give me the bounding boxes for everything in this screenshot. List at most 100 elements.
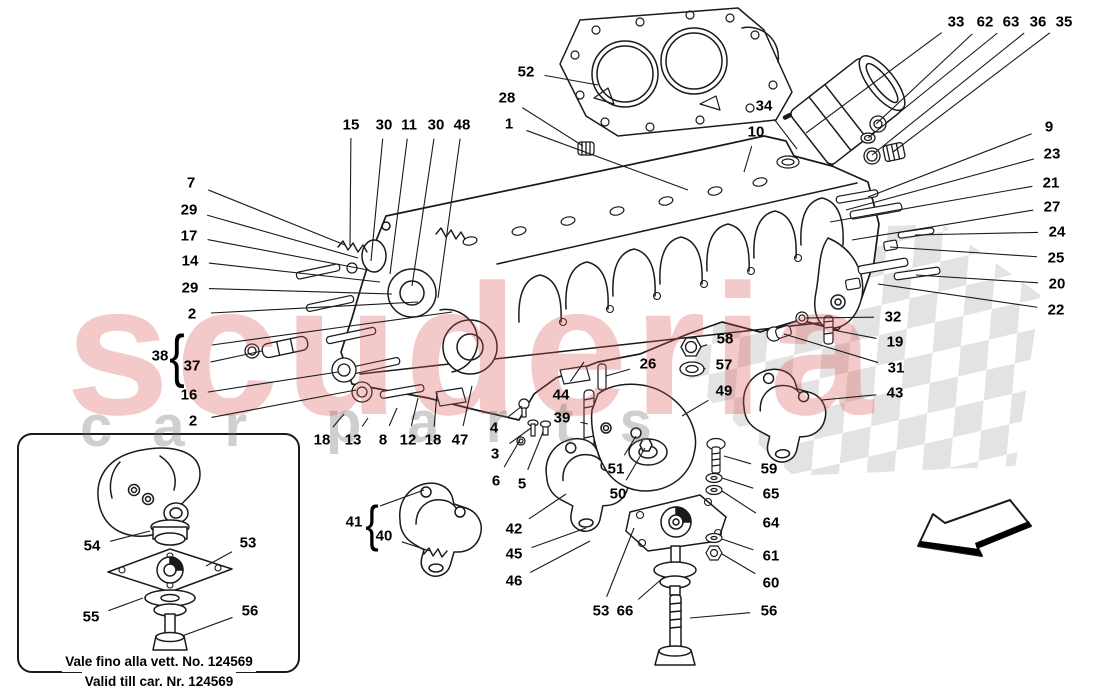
leader-line-1 [526, 129, 689, 191]
leader-line-30 [370, 138, 384, 262]
leader-line-56 [689, 612, 751, 619]
leader-line-11 [389, 138, 408, 275]
leader-line-2 [210, 301, 419, 314]
head-gasket [560, 8, 792, 136]
callout-51: 51 [607, 460, 625, 478]
callout-64: 64 [762, 514, 780, 532]
leader-line-65 [721, 477, 754, 489]
callout-2: 2 [188, 412, 198, 430]
callout-53: 53 [592, 602, 610, 620]
leader-line-32 [805, 316, 875, 319]
callout-49: 49 [715, 382, 733, 400]
leader-line-53 [205, 551, 233, 567]
callout-29: 29 [180, 201, 198, 219]
leader-line-36 [871, 32, 1025, 156]
leader-line-64 [721, 490, 757, 514]
callout-5: 5 [517, 475, 527, 493]
leader-line-17 [207, 238, 369, 271]
callout-27: 27 [1043, 198, 1061, 216]
callout-16: 16 [180, 386, 198, 404]
leader-line-4 [507, 405, 523, 418]
callout-56: 56 [760, 602, 778, 620]
callout-19: 19 [886, 333, 904, 351]
leader-line-28 [521, 107, 584, 147]
leader-line-51 [623, 435, 637, 456]
bolt-washer-stack [706, 439, 725, 561]
leader-line-13 [361, 417, 369, 427]
callout-14: 14 [181, 252, 199, 270]
nut-and-washer [680, 338, 704, 376]
leader-line-55 [108, 597, 144, 612]
leader-line-35 [892, 32, 1051, 153]
leader-line-5 [527, 431, 544, 471]
callout-9: 9 [1044, 118, 1054, 136]
leader-line-33 [805, 32, 943, 134]
callout-24: 24 [1048, 223, 1066, 241]
leader-line-9 [867, 133, 1032, 198]
callout-43: 43 [886, 384, 904, 402]
leader-line-24 [914, 231, 1039, 236]
leader-line-19 [832, 329, 877, 339]
leader-line-63 [867, 32, 998, 139]
callout-60: 60 [762, 574, 780, 592]
callout-4: 4 [489, 419, 499, 437]
callout-1: 1 [504, 115, 514, 133]
leader-line-56 [181, 616, 233, 637]
leader-line-21 [829, 185, 1033, 223]
vertical-studs [584, 312, 833, 452]
callout-23: 23 [1043, 145, 1061, 163]
callout-30: 30 [427, 116, 445, 134]
callout-46: 46 [505, 572, 523, 590]
callout-2: 2 [187, 305, 197, 323]
inset-box [18, 434, 299, 672]
callout-31: 31 [887, 359, 905, 377]
callout-25: 25 [1047, 249, 1065, 267]
callout-3: 3 [490, 445, 500, 463]
leader-line-66 [637, 576, 665, 600]
leader-line-23 [845, 158, 1035, 211]
callout-13: 13 [344, 431, 362, 449]
brace-leader-line [379, 489, 425, 507]
callout-15: 15 [342, 116, 360, 134]
callout-45: 45 [505, 545, 523, 563]
callout-38: 38 [151, 347, 169, 365]
leader-line-52 [544, 74, 599, 86]
studs-right [836, 189, 941, 290]
callout-7: 7 [186, 174, 196, 192]
callout-41: 41 [345, 513, 363, 531]
leader-line-61 [721, 538, 754, 551]
direction-arrow [918, 500, 1031, 556]
leader-line-6 [503, 439, 521, 468]
leader-line-27 [851, 209, 1034, 241]
leader-line-29 [206, 214, 359, 259]
callout-55: 55 [82, 608, 100, 626]
leader-line-47 [462, 385, 473, 427]
callout-39: 39 [553, 409, 571, 427]
callout-52: 52 [517, 63, 535, 81]
deck-holes [462, 156, 799, 246]
callout-54: 54 [83, 537, 101, 555]
callout-26: 26 [639, 355, 657, 373]
leader-line-48 [437, 138, 461, 299]
callout-brace: { [365, 496, 379, 552]
leader-line-40 [401, 541, 431, 552]
callout-66: 66 [616, 602, 634, 620]
leader-line-50 [625, 447, 646, 481]
leader-line-31 [783, 333, 879, 364]
callout-21: 21 [1042, 174, 1060, 192]
springs [338, 228, 465, 252]
leader-line-18 [433, 392, 438, 427]
leader-line-29 [208, 288, 393, 295]
callout-34: 34 [755, 97, 773, 115]
leader-line-10 [743, 145, 753, 173]
callout-48: 48 [453, 116, 471, 134]
callout-29: 29 [181, 279, 199, 297]
callout-57: 57 [715, 356, 733, 374]
leader-line-18 [332, 413, 345, 428]
inset-bracket [98, 448, 200, 536]
leader-line-49 [681, 399, 709, 417]
callout-17: 17 [180, 227, 198, 245]
callout-42: 42 [505, 520, 523, 538]
